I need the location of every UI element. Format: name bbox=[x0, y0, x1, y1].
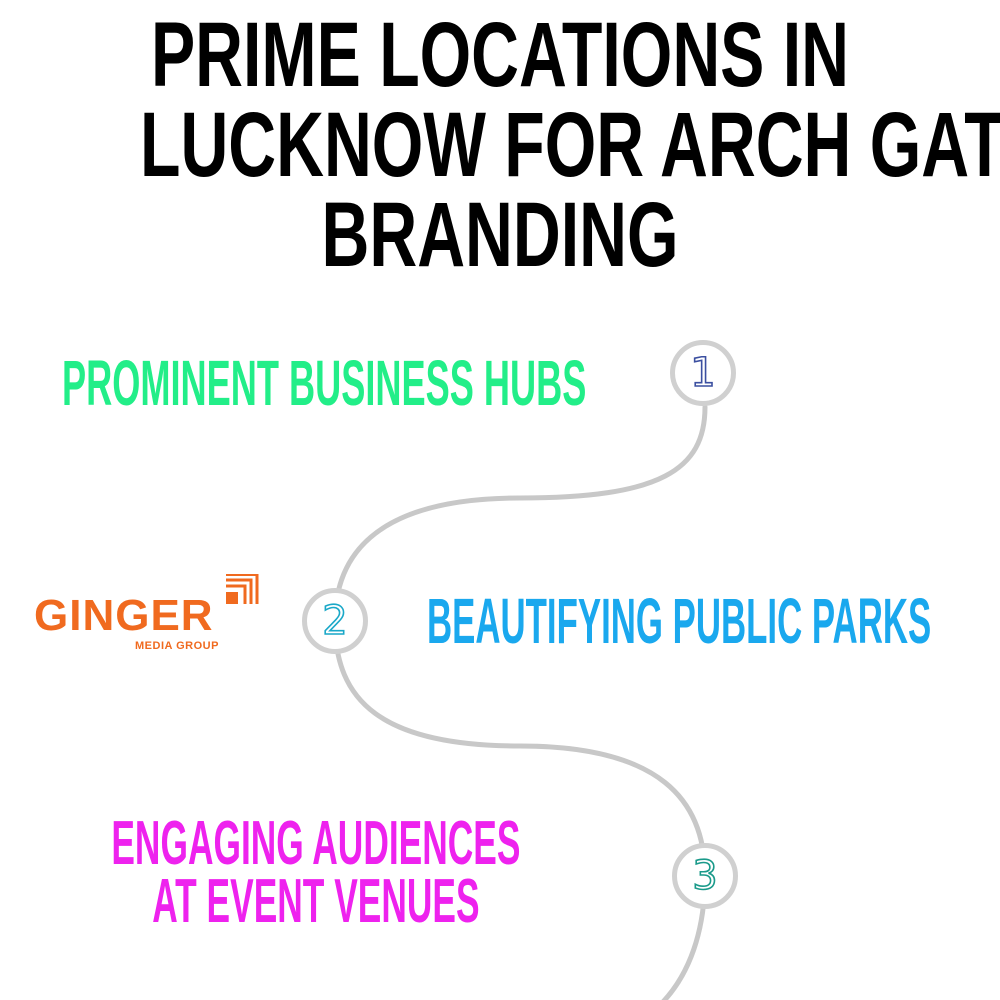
step-3-number: 3 bbox=[691, 852, 718, 900]
ginger-media-logo: GINGER MEDIA GROUP bbox=[34, 574, 264, 658]
logo-mark-icon bbox=[226, 574, 259, 604]
step-1-number-icon: 1 bbox=[670, 340, 736, 406]
step-2-number: 2 bbox=[321, 597, 348, 645]
title-line-3: BRANDING bbox=[321, 184, 679, 286]
step-2-label: BEAUTIFYING PUBLIC PARKS bbox=[427, 585, 932, 657]
title-line-1: PRIME LOCATIONS IN bbox=[151, 4, 849, 106]
step-2-number-icon: 2 bbox=[302, 588, 368, 654]
step-1-number: 1 bbox=[689, 349, 716, 397]
step-3-label-line-2: AT EVENT VENUES bbox=[152, 867, 480, 936]
step-3-label-line-1: ENGAGING AUDIENCES bbox=[111, 809, 521, 878]
page-title: PRIME LOCATIONS IN LUCKNOW FOR ARCH GATE… bbox=[140, 4, 1000, 286]
step-3-number-icon: 3 bbox=[672, 843, 738, 909]
step-3-label: ENGAGING AUDIENCES AT EVENT VENUES bbox=[105, 809, 527, 936]
step-1-label: PROMINENT BUSINESS HUBS bbox=[62, 347, 587, 419]
logo-subtitle: MEDIA GROUP bbox=[135, 640, 219, 652]
logo-name: GINGER bbox=[34, 591, 214, 640]
title-line-2: LUCKNOW FOR ARCH GATE bbox=[140, 94, 1000, 196]
